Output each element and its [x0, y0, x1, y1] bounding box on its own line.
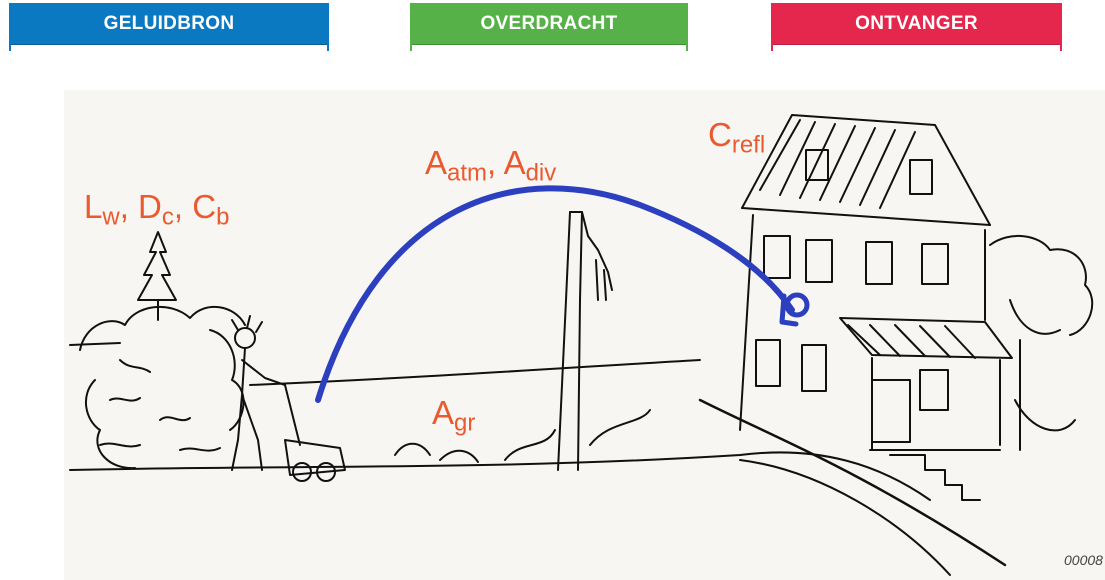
- transfer-top-label-subscript: div: [526, 160, 557, 187]
- transfer-ground-label-symbol: A: [432, 394, 454, 431]
- transfer-top-label-symbol: A: [504, 144, 526, 181]
- receiver-label: Crefl: [708, 118, 765, 158]
- image-code: 00008: [1064, 552, 1103, 568]
- lawnmower-person-icon: [232, 316, 345, 481]
- source-label-symbol: D: [138, 188, 162, 225]
- transfer-top-label: Aatm, Adiv: [425, 146, 556, 186]
- receiver-label-symbol: C: [708, 116, 732, 153]
- source-label-subscript: w: [102, 204, 119, 231]
- transfer-top-label-subscript: atm: [447, 160, 487, 187]
- transfer-top-label-symbol: A: [425, 144, 447, 181]
- bushes-right-icon: [990, 236, 1092, 450]
- source-label-symbol: C: [192, 188, 216, 225]
- source-label: Lw, Dc, Cb: [84, 190, 229, 230]
- transfer-top-label-separator: ,: [487, 144, 504, 181]
- source-label-symbol: L: [84, 188, 102, 225]
- source-label-subscript: b: [216, 204, 229, 231]
- ground-lines: [70, 343, 1005, 575]
- receiver-label-subscript: refl: [732, 132, 765, 159]
- source-label-subscript: c: [162, 204, 174, 231]
- transfer-ground-label-subscript: gr: [454, 410, 475, 437]
- source-label-separator: ,: [120, 188, 138, 225]
- source-label-separator: ,: [174, 188, 192, 225]
- transfer-ground-label: Agr: [432, 396, 475, 436]
- wall-barrier-icon: [558, 212, 612, 470]
